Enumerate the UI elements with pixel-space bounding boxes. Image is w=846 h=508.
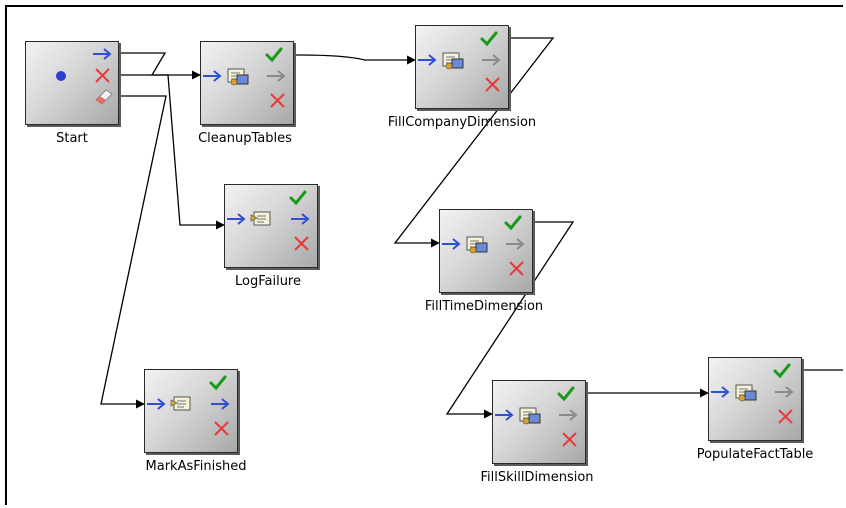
arrow-right-icon [147,398,166,410]
arrow-right-icon [227,213,246,225]
cross-icon [294,236,309,251]
node-icons [711,363,794,424]
arrow-right-icon [203,70,222,82]
markasfinished-node[interactable] [144,369,238,453]
arrow-right-icon [775,386,794,398]
eraser-icon [95,89,113,105]
node-icons [203,47,286,108]
sql-activity-icon [735,384,757,402]
logfailure-label: LogFailure [235,274,301,289]
node-icons [56,48,113,105]
sql-activity-icon [442,52,464,70]
populatefacttable-label: PopulateFactTable [696,447,814,462]
arrow-right-icon [711,386,730,398]
circle-dot-icon [56,71,66,81]
filltimedimension-node[interactable] [439,209,533,293]
markasfinished-label: MarkAsFinished [145,459,247,474]
start-label: Start [56,131,88,146]
cleanuptables-label: CleanupTables [198,131,292,146]
sql-activity-icon [519,407,541,425]
cross-icon [562,432,577,447]
cross-icon [485,77,500,92]
log-activity-icon [170,396,191,411]
fillcompanydimension-node[interactable] [415,25,509,109]
node-icons [442,215,525,276]
check-icon [557,386,575,402]
arrow-right-icon [93,48,112,60]
arrow-right-icon [482,54,501,66]
arrow-right-icon [506,238,525,250]
cleanuptables-node[interactable] [200,41,294,125]
check-icon [504,215,522,231]
fillskilldimension-label: FillSkillDimension [480,470,594,485]
cross-icon [95,68,110,83]
node-icons [227,190,310,251]
arrow-right-icon [442,238,461,250]
check-icon [265,47,283,63]
populatefacttable-node[interactable] [708,357,802,441]
arrow-right-icon [559,409,578,421]
node-icons [495,386,578,447]
filltimedimension-label: FillTimeDimension [424,299,544,314]
arrow-right-icon [418,54,437,66]
arrow-right-icon [291,213,310,225]
log-activity-icon [250,211,271,226]
arrow-right-icon [267,70,286,82]
sql-activity-icon [466,236,488,254]
cross-icon [509,261,524,276]
fillskilldimension-node[interactable] [492,380,586,464]
cross-icon [270,93,285,108]
check-icon [773,363,791,379]
arrow-right-icon [211,398,230,410]
fillcompanydimension-label: FillCompanyDimension [387,115,537,130]
sql-activity-icon [227,68,249,86]
check-icon [480,31,498,47]
cross-icon [214,421,229,436]
canvas-frame [5,5,843,505]
check-icon [209,375,227,391]
cross-icon [778,409,793,424]
start-node[interactable] [25,41,119,125]
logfailure-node[interactable] [224,184,318,268]
check-icon [289,190,307,206]
node-icons [418,31,501,92]
arrow-right-icon [495,409,514,421]
node-icons [147,375,230,436]
